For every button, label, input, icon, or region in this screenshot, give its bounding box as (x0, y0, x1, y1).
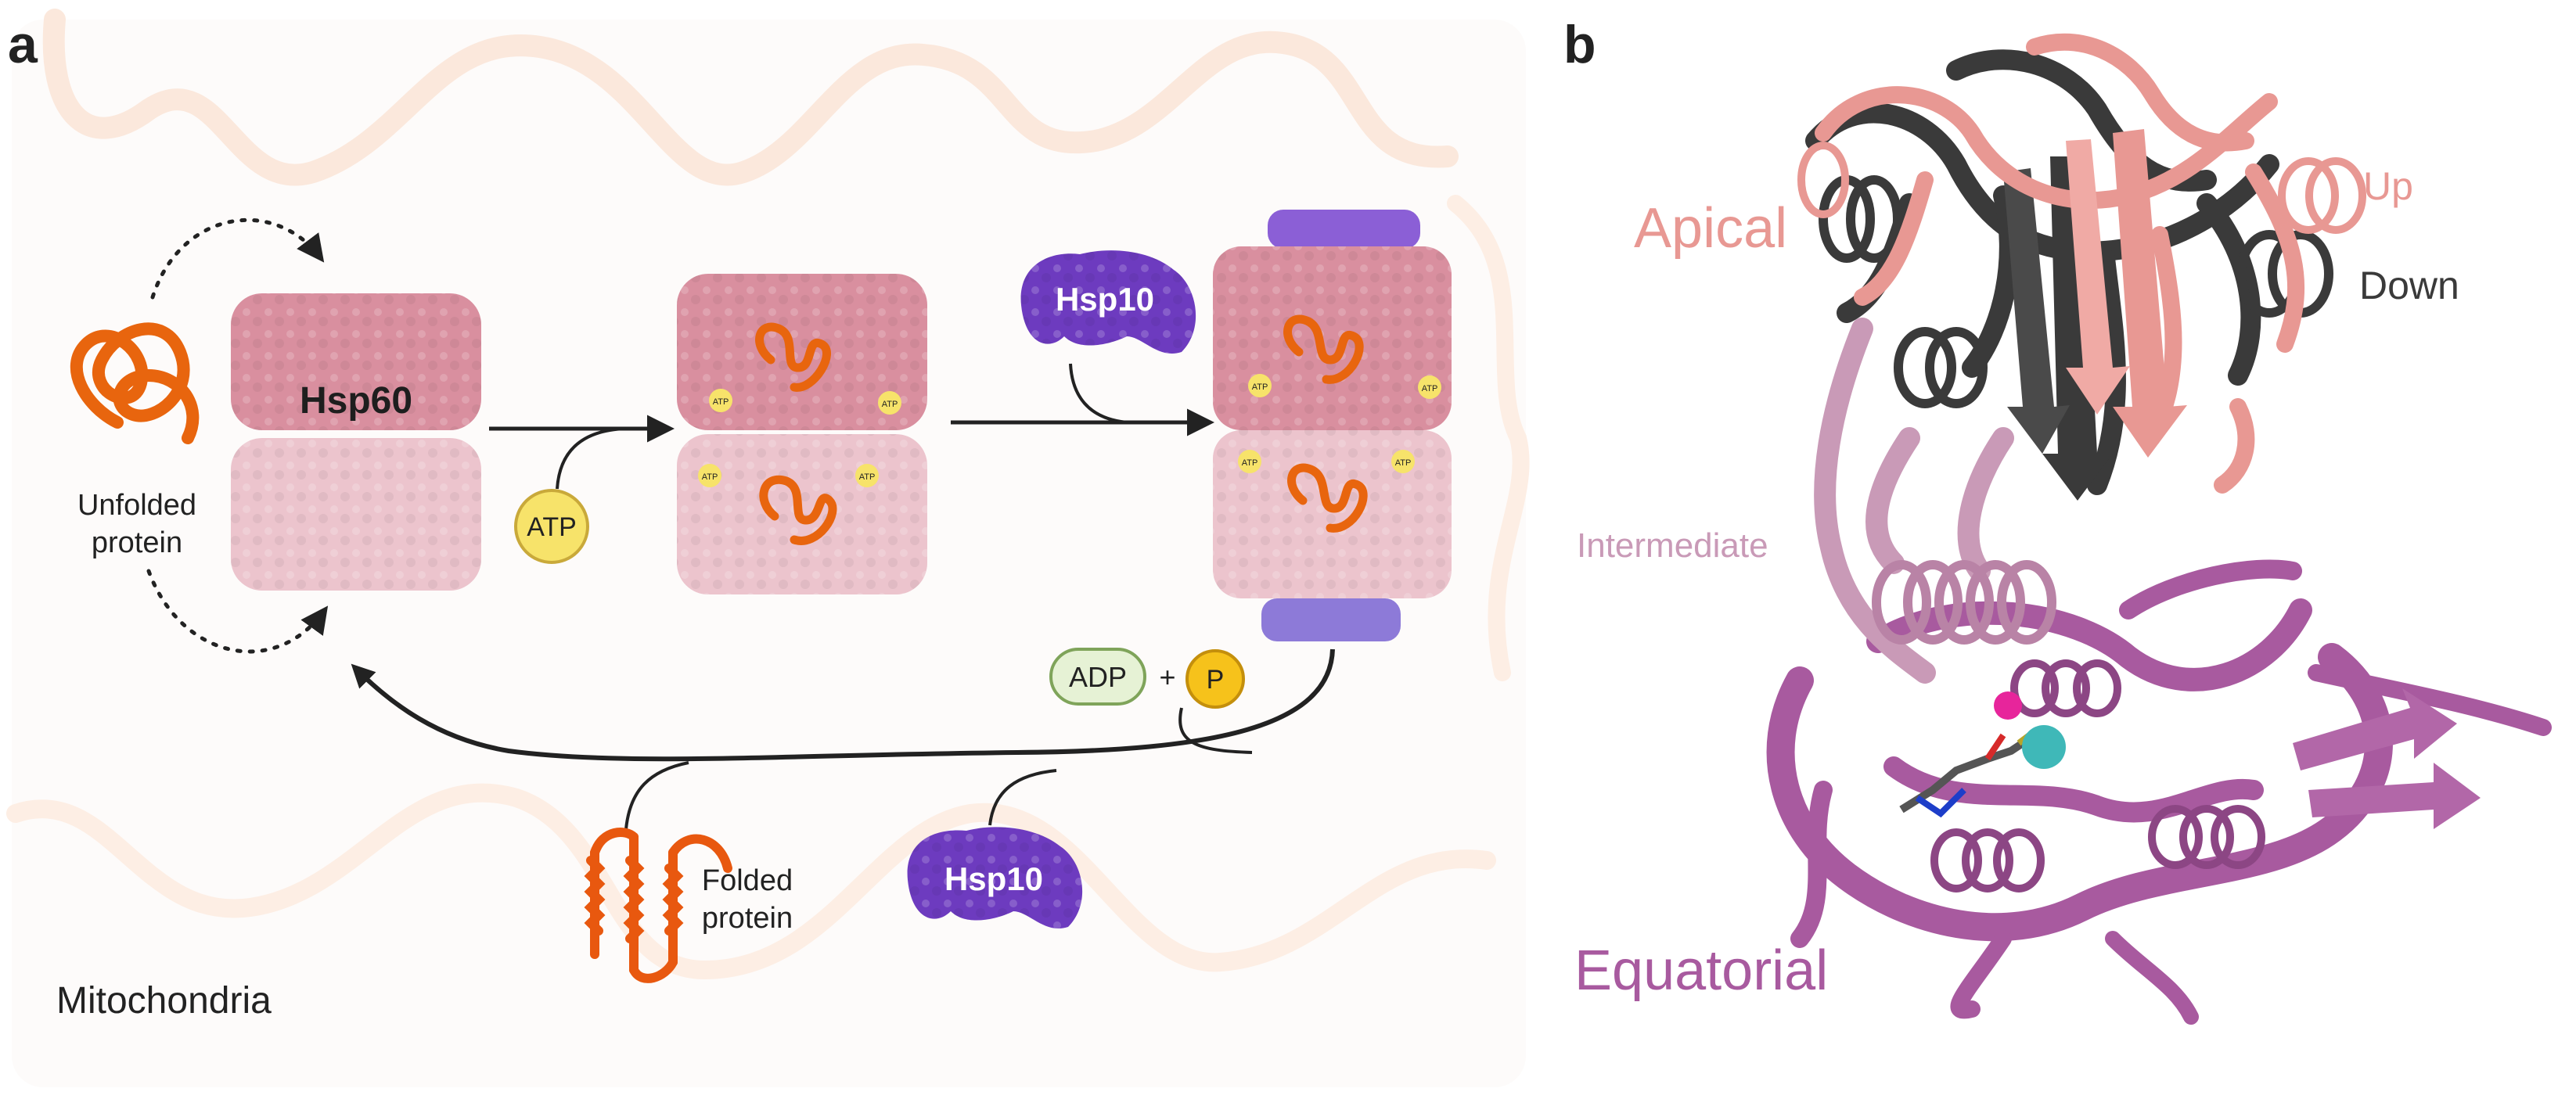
folded-protein (584, 828, 732, 983)
hsp60-hsp10-complex (1213, 210, 1452, 641)
atp-small-label: ATP (1395, 458, 1412, 468)
intermediate-helices (1872, 560, 2056, 645)
atp-curve (556, 427, 627, 490)
hsp60-apo (231, 293, 481, 591)
up-label: Up (2363, 164, 2413, 208)
down-label: Down (2359, 264, 2459, 307)
hsp60-label: Hsp60 (300, 380, 412, 422)
adp-label: ADP (1069, 661, 1127, 693)
apical-label: Apical (1634, 197, 1787, 260)
atp-small-bead (878, 391, 901, 415)
mitochondria-label: Mitochondria (56, 980, 272, 1022)
panel-a-letter: a (8, 15, 38, 74)
mitochondria-membrane-lower (6, 783, 1496, 980)
hsp60-atp-bound (677, 274, 927, 594)
phosphate-bead (1185, 649, 1245, 709)
ligand (1899, 691, 2066, 818)
atp-small-bead (1391, 450, 1415, 473)
plus-label: + (1159, 661, 1175, 693)
atp-small-label: ATP (882, 400, 898, 409)
folded-label-line1: Folded (702, 864, 793, 897)
apical-up-strand (2066, 139, 2130, 415)
potassium-ion (2022, 725, 2066, 769)
hsp10-bottom (907, 827, 1083, 929)
atp-small-label: ATP (713, 397, 729, 407)
apical-down-strand (2003, 168, 2070, 454)
hsp10-curve-top (1069, 363, 1128, 424)
atp-small-bead (855, 464, 879, 487)
atp-small-label: ATP (859, 472, 876, 482)
atp-small-bead (1248, 374, 1272, 397)
atp-small-label: ATP (1242, 458, 1258, 468)
unfolded-protein (70, 322, 200, 444)
intermediate-domain (1814, 318, 2014, 684)
panel-b: b (1563, 15, 2552, 1025)
equatorial-helices (1930, 659, 2265, 892)
adp-badge (1049, 648, 1146, 706)
hsp10-top-label: Hsp10 (1056, 281, 1154, 318)
atp-small-label: ATP (1422, 384, 1438, 393)
beta-strand-arrow (2308, 763, 2481, 829)
equatorial-label: Equatorial (1574, 939, 1828, 1002)
unfolded-label-line2: protein (92, 526, 182, 559)
atp-bead (514, 489, 589, 564)
atp-small-bead (698, 464, 721, 487)
intermediate-label: Intermediate (1577, 526, 1768, 565)
dotted-arrow-top (150, 217, 325, 300)
atp-small-bead (1238, 450, 1261, 473)
atp-small-label: ATP (1252, 382, 1268, 392)
equatorial-domain (1766, 559, 2552, 1025)
apical-up-strand (2113, 129, 2187, 458)
atp-label: ATP (527, 512, 577, 542)
beta-strand-arrow (2293, 688, 2457, 770)
hsp10-top (1020, 250, 1196, 354)
mitochondria-membrane (42, 9, 1459, 186)
hsp10-bottom-label: Hsp10 (944, 860, 1043, 897)
panel-a: a Unfolded protein Hsp60 ATP (6, 9, 1530, 1087)
apical-up-helices (1797, 142, 2366, 234)
folded-label-line2: protein (702, 902, 793, 935)
hsp10-curve-bottom (988, 769, 1057, 826)
adp-curve (1178, 707, 1253, 754)
magnesium-ion (1994, 691, 2022, 720)
dotted-arrow-bottom (146, 569, 329, 654)
atp-small-label: ATP (702, 472, 718, 482)
folded-curve (624, 761, 689, 830)
atp-small-bead (709, 389, 732, 412)
p-label: P (1207, 665, 1225, 695)
return-arrow (351, 648, 1335, 762)
atp-small-bead (1418, 375, 1441, 399)
unfolded-label-line1: Unfolded (77, 489, 196, 522)
panel-b-letter: b (1563, 15, 1596, 74)
mitochondria-membrane-side (1447, 195, 1530, 681)
